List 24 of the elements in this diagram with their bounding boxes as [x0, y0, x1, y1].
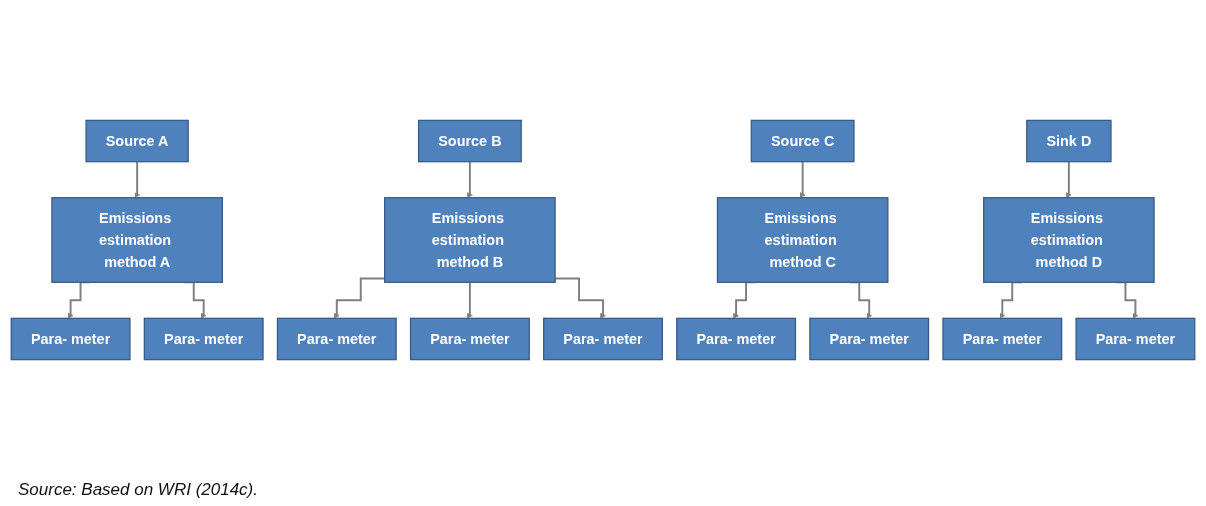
node-box: Emissions estimation method A — [51, 197, 223, 283]
node-box: Source C — [750, 119, 855, 163]
node-box: Source B — [417, 119, 522, 163]
node-box: Emissions estimation method B — [384, 197, 556, 283]
node-box: Para- meter — [409, 317, 530, 361]
arrow — [333, 277, 386, 319]
node-box: Emissions estimation method D — [983, 197, 1155, 283]
node-box: Para- meter — [1075, 317, 1196, 361]
arrow — [467, 160, 473, 198]
node-box: Para- meter — [543, 317, 663, 361]
node-box: Emissions estimation method C — [716, 197, 889, 283]
arrow — [134, 160, 140, 198]
arrow — [467, 281, 473, 319]
arrow — [799, 160, 806, 198]
caption: Source: Based on WRI (2014c). — [18, 480, 258, 499]
arrow — [1066, 160, 1072, 198]
node-box: Para- meter — [276, 317, 397, 361]
node-box: Para- meter — [143, 317, 264, 361]
node-box: Para- meter — [809, 317, 930, 361]
node-box: Para- meter — [676, 317, 797, 361]
node-box: Sink D — [1026, 119, 1112, 163]
node-box: Source A — [85, 119, 189, 163]
node-box: Para- meter — [942, 317, 1063, 361]
node-box: Para- meter — [10, 317, 131, 361]
